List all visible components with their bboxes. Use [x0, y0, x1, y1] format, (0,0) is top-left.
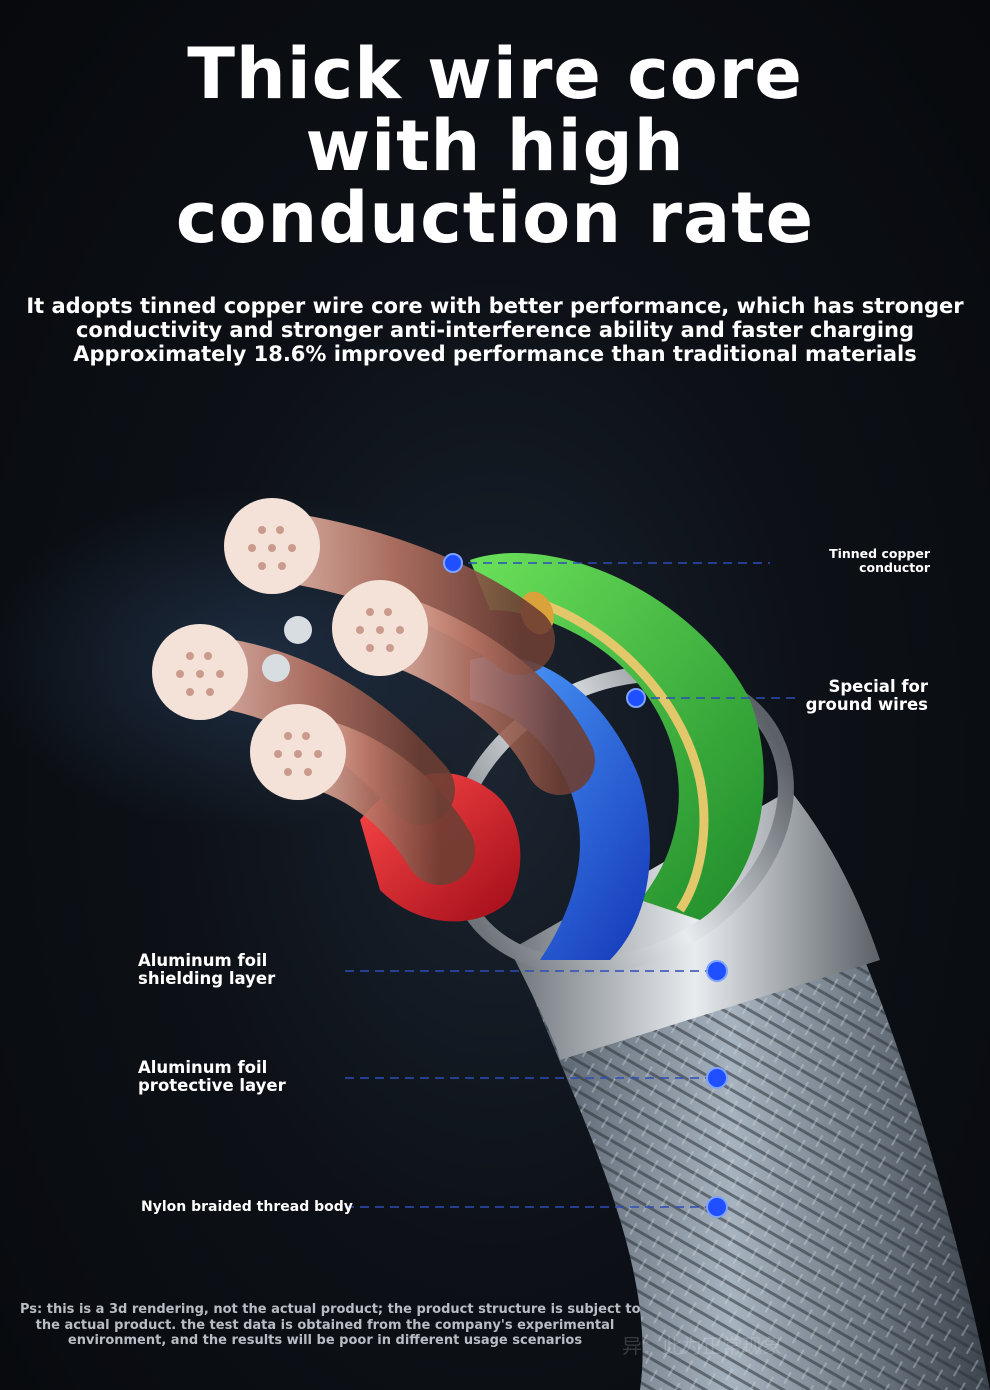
label-line: shielding layer — [138, 969, 276, 988]
watermark-text: 异：此为正常现象 — [622, 1334, 782, 1358]
marker-protective — [706, 1067, 728, 1089]
description: It adopts tinned copper wire core with b… — [0, 294, 990, 366]
footnote-line: environment, and the results will be poo… — [67, 1333, 583, 1348]
green-jacket — [470, 552, 764, 920]
title-line: Thick wire core — [187, 33, 803, 115]
description-line: Approximately 18.6% improved performance… — [73, 342, 917, 366]
marker-shielding — [706, 960, 728, 982]
label-aluminum-protective: Aluminum foil protective layer — [138, 1059, 286, 1095]
label-line: Aluminum foil — [138, 1058, 268, 1077]
label-tinned-copper: Tinned copper conductor — [820, 547, 930, 575]
copper-bundle-ends — [152, 498, 428, 800]
label-line: ground wires — [805, 695, 928, 714]
description-line: It adopts tinned copper wire core with b… — [26, 294, 964, 318]
label-aluminum-shielding: Aluminum foil shielding layer — [138, 952, 275, 988]
callout-markers — [443, 553, 728, 1218]
label-line: Special for — [828, 677, 928, 696]
footnote: Ps: this is a 3d rendering, not the actu… — [20, 1302, 641, 1349]
cable-cross-section-illustration — [0, 490, 990, 1390]
title-line: with high — [305, 105, 685, 187]
marker-tinned-copper — [443, 553, 463, 573]
footnote-line: Ps: this is a 3d rendering, not the actu… — [20, 1302, 641, 1317]
callout-leaders — [345, 562, 800, 1208]
label-line: conductor — [859, 560, 930, 575]
ground-wire — [528, 595, 709, 913]
label-line: Aluminum foil — [138, 951, 268, 970]
footnote-line: the actual product. the test data is obt… — [35, 1317, 615, 1333]
marker-ground-wires — [626, 688, 646, 708]
description-line: conductivity and stronger anti-interfere… — [75, 318, 915, 342]
title-line: conduction rate — [175, 177, 815, 259]
label-nylon-braided: Nylon braided thread body — [141, 1199, 353, 1215]
marker-nylon — [706, 1196, 728, 1218]
label-line: Nylon braided thread body — [141, 1199, 353, 1215]
label-ground-wires: Special for ground wires — [790, 678, 928, 714]
label-line: Tinned copper — [829, 546, 930, 561]
page-title: Thick wire core with high conduction rat… — [0, 38, 990, 254]
label-line: protective layer — [138, 1076, 286, 1095]
blue-jacket — [470, 656, 650, 960]
